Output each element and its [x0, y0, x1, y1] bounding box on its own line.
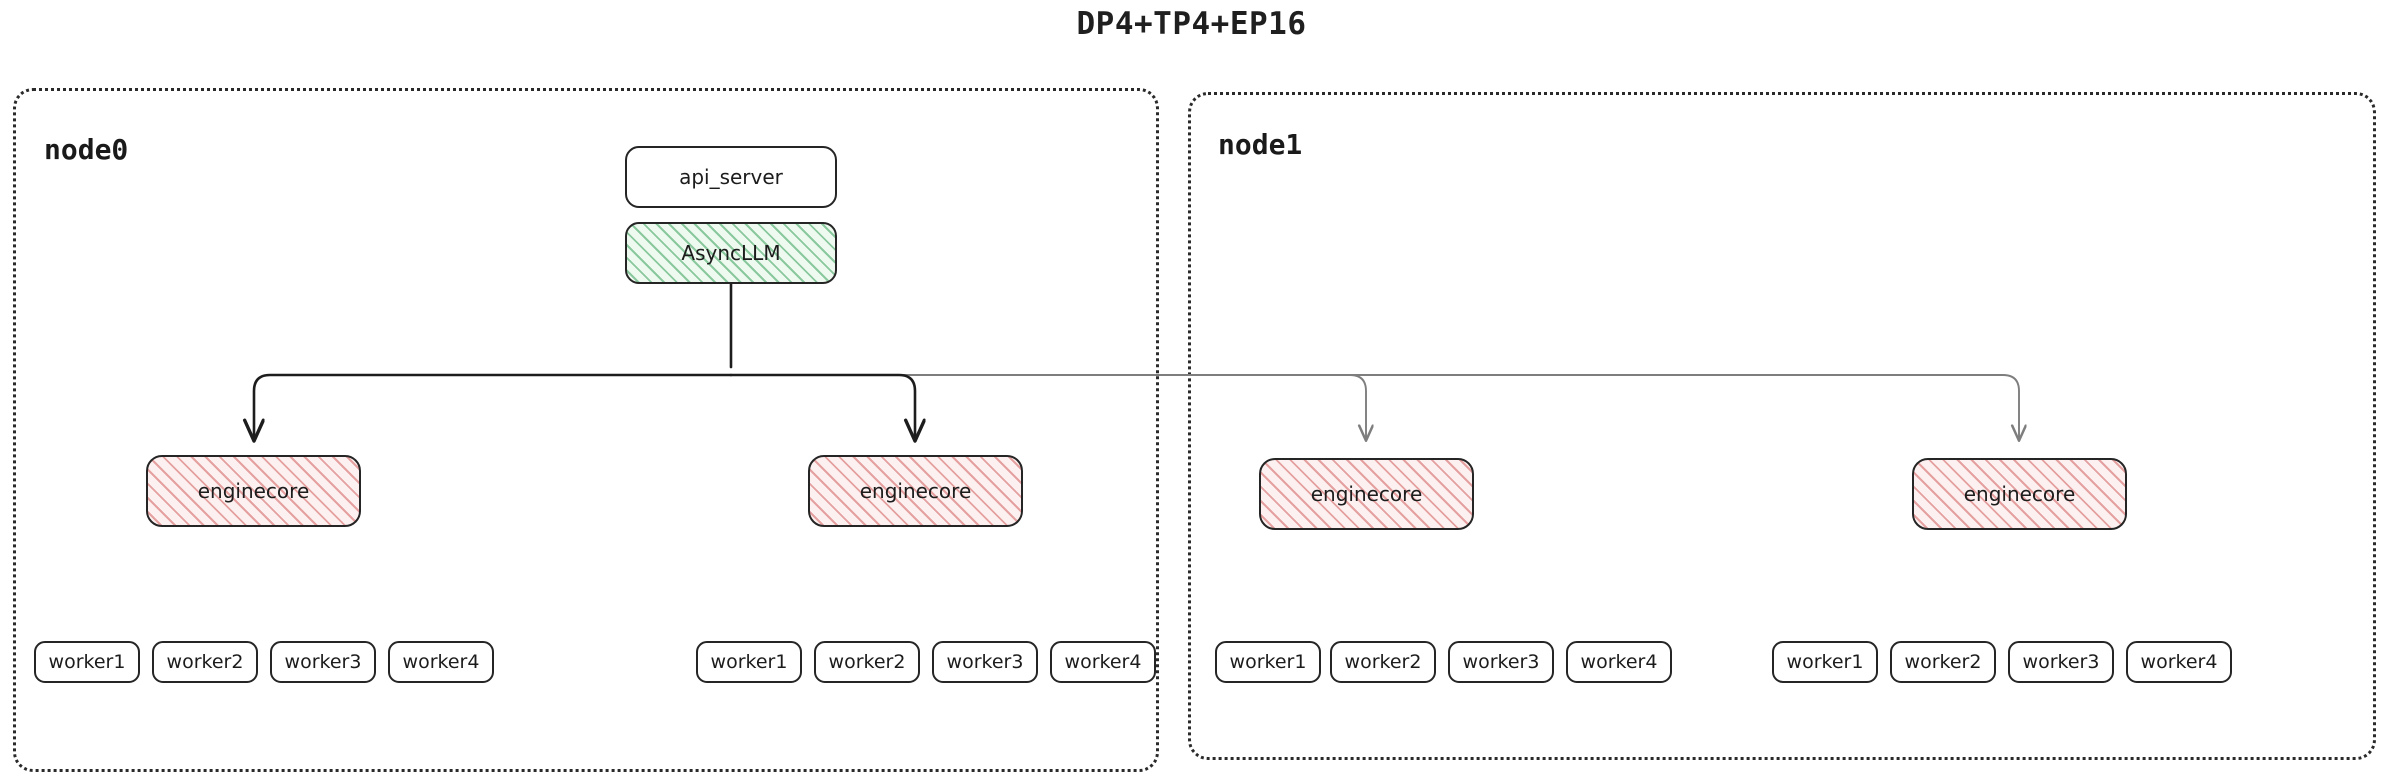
box-enginecore-node0-0[interactable]: enginecore: [146, 455, 361, 527]
box-worker-node0-0-3[interactable]: worker3: [270, 641, 376, 683]
box-enginecore-node1-1[interactable]: enginecore: [1912, 458, 2127, 530]
box-async-llm[interactable]: AsyncLLM: [625, 222, 837, 284]
box-enginecore-node0-1[interactable]: enginecore: [808, 455, 1023, 527]
box-worker-node0-1-1[interactable]: worker1: [696, 641, 802, 683]
box-worker-node0-0-1[interactable]: worker1: [34, 641, 140, 683]
box-worker-node0-0-2[interactable]: worker2: [152, 641, 258, 683]
box-enginecore-node1-0[interactable]: enginecore: [1259, 458, 1474, 530]
page-title: DP4+TP4+EP16: [1076, 6, 1307, 42]
box-worker-node0-1-3[interactable]: worker3: [932, 641, 1038, 683]
box-worker-node0-1-4[interactable]: worker4: [1050, 641, 1156, 683]
box-api-server[interactable]: api_server: [625, 146, 837, 208]
node-label-node1: node1: [1218, 128, 1303, 161]
box-worker-node0-0-4[interactable]: worker4: [388, 641, 494, 683]
box-worker-node1-0-2[interactable]: worker2: [1330, 641, 1436, 683]
box-worker-node0-1-2[interactable]: worker2: [814, 641, 920, 683]
box-worker-node1-1-4[interactable]: worker4: [2126, 641, 2232, 683]
box-worker-node1-1-1[interactable]: worker1: [1772, 641, 1878, 683]
box-worker-node1-0-4[interactable]: worker4: [1566, 641, 1672, 683]
node-label-node0: node0: [44, 133, 129, 166]
box-worker-node1-1-2[interactable]: worker2: [1890, 641, 1996, 683]
box-worker-node1-0-1[interactable]: worker1: [1215, 641, 1321, 683]
box-worker-node1-0-3[interactable]: worker3: [1448, 641, 1554, 683]
box-worker-node1-1-3[interactable]: worker3: [2008, 641, 2114, 683]
